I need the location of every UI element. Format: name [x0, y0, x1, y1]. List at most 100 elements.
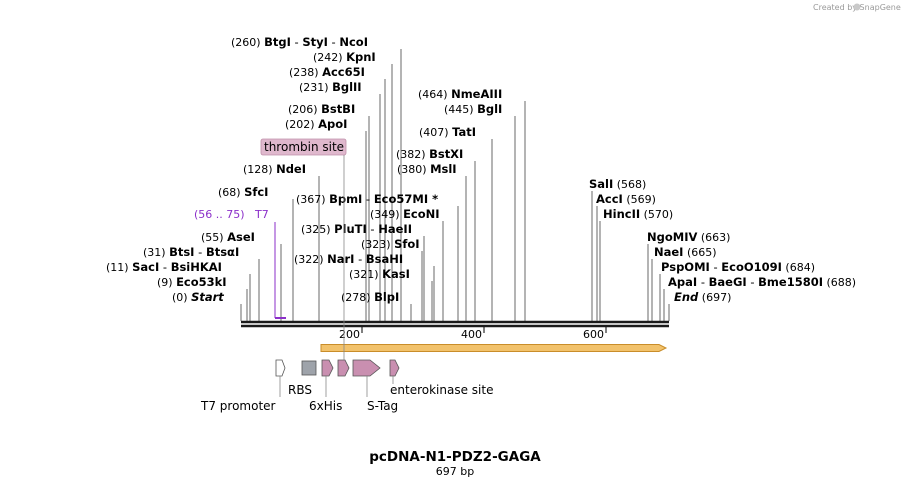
- enzyme-label[interactable]: (0) Start: [172, 290, 224, 304]
- feature-s-tag[interactable]: S-Tag: [352, 359, 398, 413]
- enzyme-label[interactable]: (128) NdeI: [243, 162, 306, 176]
- enzyme-label[interactable]: End (697): [674, 290, 731, 304]
- enzyme-label[interactable]: HincII (570): [603, 207, 673, 221]
- enzyme-label[interactable]: NaeI (665): [654, 245, 717, 259]
- enzyme-label-part: NmeAIII: [451, 87, 502, 101]
- s-tag-arrow-icon: [352, 359, 381, 377]
- enzyme-label-part: BglII: [332, 80, 362, 94]
- feature-label-enterokinase-site: enterokinase site: [390, 383, 493, 397]
- enzyme-label[interactable]: (11) SacI - BsiHKAI: [106, 260, 222, 274]
- enterokinase-arrow-icon: [389, 359, 400, 377]
- enzyme-label[interactable]: (9) Eco53kI: [157, 275, 227, 289]
- feature-t7-promoter[interactable]: T7 promoter: [200, 359, 286, 413]
- enzyme-label-part: -: [159, 260, 170, 274]
- enzyme-label-list: (260) BtgI - StyI - NcoI(242) KpnI(238) …: [106, 35, 856, 304]
- enzyme-label[interactable]: (445) BglI: [444, 102, 502, 116]
- enzyme-label-part: (11): [106, 261, 132, 274]
- feature-label-6xhis: 6xHis: [309, 399, 342, 413]
- enzyme-label[interactable]: (31) BtsI - BtsαI: [143, 245, 239, 259]
- enzyme-label-part: PluTI: [334, 222, 367, 236]
- orf-arrow-shape: [320, 344, 668, 352]
- enzyme-label[interactable]: PspOMI - EcoO109I (684): [661, 260, 815, 274]
- feature-6xhis[interactable]: 6xHis: [309, 359, 342, 413]
- feature-enterokinase-site[interactable]: enterokinase site: [389, 359, 493, 397]
- enzyme-label-part: Eco57MI *: [374, 192, 438, 206]
- enzyme-label[interactable]: (55) AseI: [201, 230, 255, 244]
- enzyme-label-part: NaeI: [654, 245, 683, 259]
- primer-name: T7: [254, 208, 269, 221]
- enzyme-label-part: PspOMI: [661, 260, 710, 274]
- enzyme-label-part: BsaHI: [366, 252, 403, 266]
- 6xhis-arrow-icon: [321, 359, 334, 377]
- enzyme-label-part: (407): [419, 126, 452, 139]
- enzyme-label[interactable]: SalI (568): [589, 177, 646, 191]
- enzyme-label-part: (569): [623, 193, 656, 206]
- enzyme-label-part: ApaI: [668, 275, 697, 289]
- enzyme-label[interactable]: (260) BtgI - StyI - NcoI: [231, 35, 368, 49]
- enzyme-label-part: (382): [396, 148, 429, 161]
- feature-rbs[interactable]: RBS: [288, 360, 317, 397]
- enzyme-label-part: (688): [823, 276, 856, 289]
- enzyme-label[interactable]: AccI (569): [596, 192, 656, 206]
- enzyme-label[interactable]: (325) PluTI - HaeII: [301, 222, 412, 236]
- enzyme-label-part: (238): [289, 66, 322, 79]
- feature-label-rbs: RBS: [288, 383, 312, 397]
- enzyme-label[interactable]: (321) KasI: [349, 267, 410, 281]
- enzyme-label-part: (68): [218, 186, 244, 199]
- enzyme-label[interactable]: (349) EcoNI: [370, 207, 440, 221]
- enzyme-label[interactable]: ApaI - BaeGI - Bme1580I (688): [668, 275, 856, 289]
- enzyme-label[interactable]: (231) BglII: [299, 80, 362, 94]
- enzyme-label-part: (321): [349, 268, 382, 281]
- enzyme-label-part: EcoNI: [403, 207, 439, 221]
- plasmid-title: pcDNA-N1-PDZ2-GAGA: [369, 449, 541, 465]
- enzyme-label-part: (380): [397, 163, 430, 176]
- enzyme-label-part: -: [367, 222, 378, 236]
- cut-site-lines: [240, 49, 670, 321]
- enzyme-label[interactable]: (202) ApoI: [285, 117, 347, 131]
- enzyme-label[interactable]: (367) BpmI - Eco57MI *: [296, 192, 438, 206]
- enzyme-label-part: KpnI: [346, 50, 376, 64]
- enzyme-label[interactable]: (407) TatI: [419, 125, 476, 139]
- ruler-tick-label: 600: [583, 328, 604, 341]
- enzyme-label[interactable]: (323) SfoI: [361, 237, 420, 251]
- feature-label-t7-promoter: T7 promoter: [200, 399, 276, 413]
- enzyme-label[interactable]: (278) BlpI: [341, 290, 399, 304]
- orf-arrow[interactable]: [320, 344, 668, 352]
- thrombin-callout[interactable]: thrombin site: [260, 138, 347, 156]
- enzyme-label[interactable]: (68) SfcI: [218, 185, 268, 199]
- enzyme-label-part: TatI: [452, 125, 476, 139]
- enzyme-label-part: (231): [299, 81, 332, 94]
- enzyme-label-part: SfoI: [394, 237, 419, 251]
- enzyme-label-part: (202): [285, 118, 318, 131]
- enzyme-label-part: StyI: [302, 35, 328, 49]
- enzyme-label-part: EcoO109I: [721, 260, 782, 274]
- primer-t7[interactable]: (56 .. 75) T7: [194, 208, 286, 319]
- enzyme-label[interactable]: (382) BstXI: [396, 147, 463, 161]
- enzyme-label[interactable]: (242) KpnI: [313, 50, 376, 64]
- enzyme-label-part: End: [674, 290, 699, 304]
- enzyme-label[interactable]: (238) Acc65I: [289, 65, 365, 79]
- enzyme-label[interactable]: (206) BstBI: [288, 102, 355, 116]
- primer-range: (56 .. 75): [194, 208, 245, 221]
- enzyme-label-part: (663): [697, 231, 730, 244]
- ruler-tick-label: 400: [461, 328, 482, 341]
- enzyme-label-part: -: [354, 252, 365, 266]
- enzyme-label-part: (323): [361, 238, 394, 251]
- enzyme-label-part: NdeI: [276, 162, 306, 176]
- enzyme-label-part: SfcI: [244, 185, 268, 199]
- enzyme-label-part: -: [697, 275, 708, 289]
- enzyme-label[interactable]: NgoMIV (663): [647, 230, 730, 244]
- enzyme-label-part: SalI: [589, 177, 613, 191]
- enzyme-label-part: HaeII: [378, 222, 412, 236]
- enzyme-label-part: ApoI: [318, 117, 347, 131]
- plasmid-length: 697 bp: [436, 465, 474, 478]
- feature-thrombin-site[interactable]: [337, 155, 350, 377]
- enzyme-label-part: (445): [444, 103, 477, 116]
- enzyme-label[interactable]: (380) MslI: [397, 162, 457, 176]
- enzyme-label-part: Eco53kI: [176, 275, 227, 289]
- thrombin-callout-box: [260, 138, 347, 156]
- enzyme-label[interactable]: (464) NmeAIII: [418, 87, 502, 101]
- dna-backbone: [241, 320, 669, 328]
- enzyme-label[interactable]: (322) NarI - BsaHI: [294, 252, 403, 266]
